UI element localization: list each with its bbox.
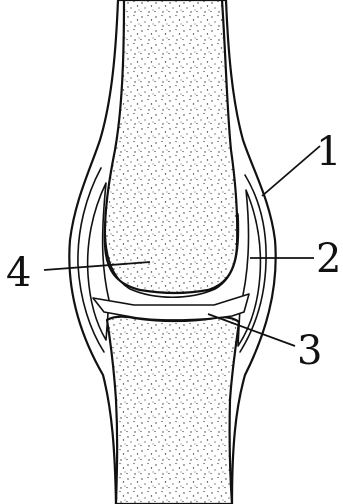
label-1: 1 [316,129,341,175]
label-3: 3 [297,328,322,374]
lower-bone [107,317,239,504]
label-2: 2 [316,236,341,282]
upper-bone [105,0,237,293]
label-4: 4 [6,250,31,296]
leader-line-1 [262,146,320,196]
